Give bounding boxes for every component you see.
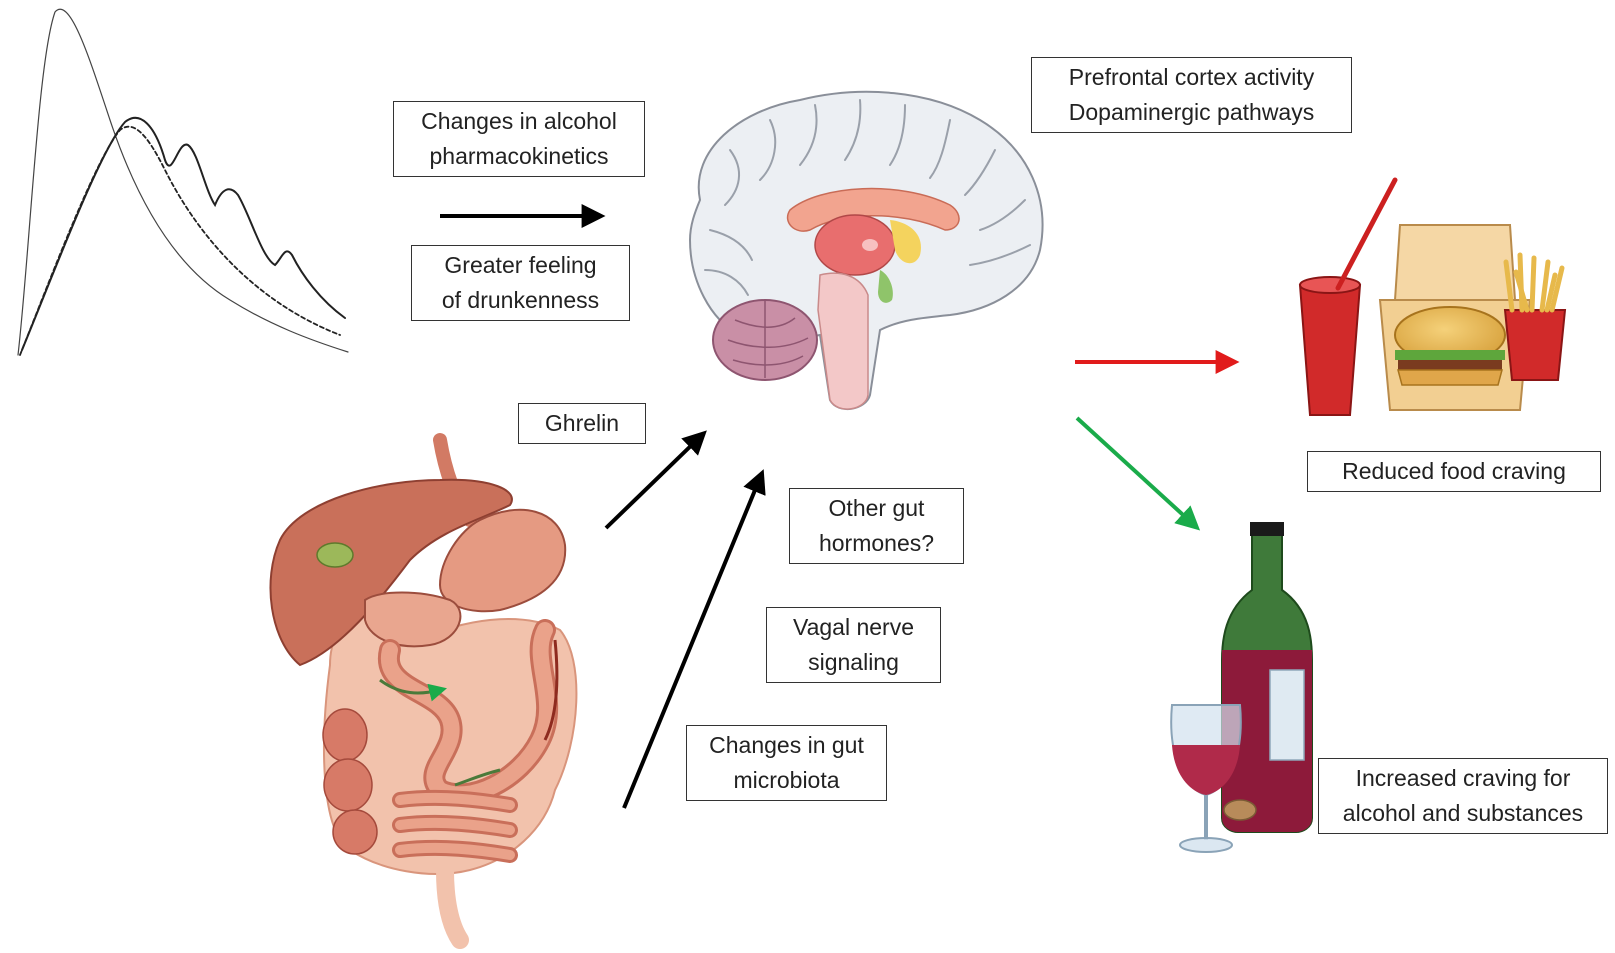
- drunkenness-label-line2: of drunkenness: [422, 283, 619, 318]
- gastric-bypass-gut-icon: [270, 440, 576, 940]
- ghrelin-label: Ghrelin: [518, 403, 646, 444]
- cortex-label-line1: Prefrontal cortex activity: [1042, 60, 1341, 95]
- wine-bottle-glass-icon: [1171, 522, 1312, 852]
- alcohol-craving-label: Increased craving for alcohol and substa…: [1318, 758, 1608, 834]
- food-craving-label: Reduced food craving: [1307, 451, 1601, 492]
- drunkenness-label: Greater feeling of drunkenness: [411, 245, 630, 321]
- ghrelin-arrow: [606, 437, 700, 528]
- other-gut-hormones-label: Other gut hormones?: [789, 488, 964, 564]
- cortex-label-line2: Dopaminergic pathways: [1042, 95, 1341, 130]
- pk-label-line1: Changes in alcohol: [404, 104, 634, 139]
- micro-label-line1: Changes in gut: [697, 728, 876, 763]
- blood-alcohol-curve-icon: [18, 9, 348, 355]
- fast-food-icon: [1300, 180, 1565, 415]
- pk-label: Changes in alcohol pharmacokinetics: [393, 101, 645, 177]
- gut-microbiota-label: Changes in gut microbiota: [686, 725, 887, 801]
- micro-label-line2: microbiota: [697, 763, 876, 798]
- pk-label-line2: pharmacokinetics: [404, 139, 634, 174]
- vagal-label-line2: signaling: [777, 645, 930, 680]
- prefrontal-cortex-label: Prefrontal cortex activity Dopaminergic …: [1031, 57, 1352, 133]
- food-craving-text: Reduced food craving: [1318, 454, 1590, 489]
- vagal-label-line1: Vagal nerve: [777, 610, 930, 645]
- alcohol-label-line1: Increased craving for: [1329, 761, 1597, 796]
- other-label-line1: Other gut: [800, 491, 953, 526]
- brain-sagittal-icon: [690, 92, 1043, 409]
- vagal-nerve-label: Vagal nerve signaling: [766, 607, 941, 683]
- green-arrow: [1077, 418, 1193, 524]
- drunkenness-label-line1: Greater feeling: [422, 248, 619, 283]
- alcohol-label-line2: alcohol and substances: [1329, 796, 1597, 831]
- ghrelin-label-text: Ghrelin: [529, 406, 635, 441]
- other-label-line2: hormones?: [800, 526, 953, 561]
